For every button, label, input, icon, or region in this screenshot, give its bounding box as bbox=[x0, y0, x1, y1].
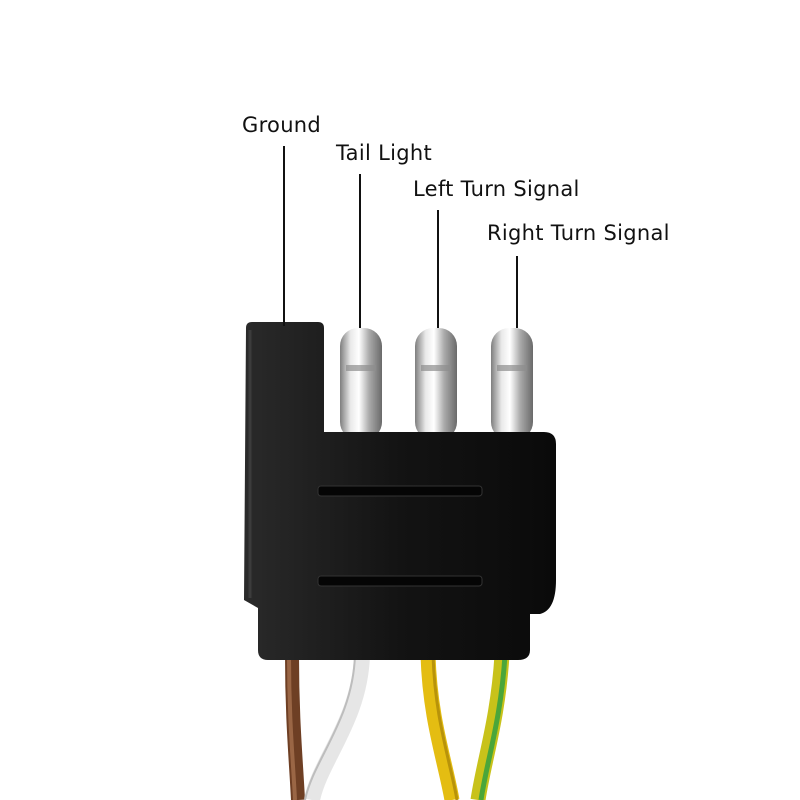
brown-wire bbox=[285, 654, 305, 800]
connector-housing bbox=[244, 322, 556, 660]
housing-ridge-bottom bbox=[317, 575, 483, 587]
white-wire bbox=[304, 654, 370, 800]
right-turn-leader-line bbox=[516, 256, 518, 328]
right-turn-signal-label: Right Turn Signal bbox=[487, 221, 670, 245]
yellow-wire bbox=[420, 654, 460, 800]
white-wire-edge bbox=[304, 654, 356, 800]
wires bbox=[285, 654, 510, 800]
pins bbox=[340, 328, 533, 440]
left-turn-signal-label: Left Turn Signal bbox=[413, 177, 580, 201]
ground-leader-line bbox=[283, 146, 285, 326]
brown-wire-highlight bbox=[287, 654, 297, 800]
left-turn-pin bbox=[415, 328, 457, 440]
tail-light-pin bbox=[340, 328, 382, 440]
tail-light-leader-line bbox=[359, 174, 361, 328]
housing-ridge-top bbox=[317, 485, 483, 497]
yellow-wire-shadow bbox=[431, 654, 459, 800]
ground-label: Ground bbox=[242, 113, 322, 137]
green-stripe bbox=[478, 654, 508, 800]
right-turn-pin bbox=[491, 328, 533, 440]
left-turn-leader-line bbox=[437, 210, 439, 328]
tail-light-label: Tail Light bbox=[336, 141, 432, 165]
green-yellow-wire bbox=[470, 654, 510, 800]
